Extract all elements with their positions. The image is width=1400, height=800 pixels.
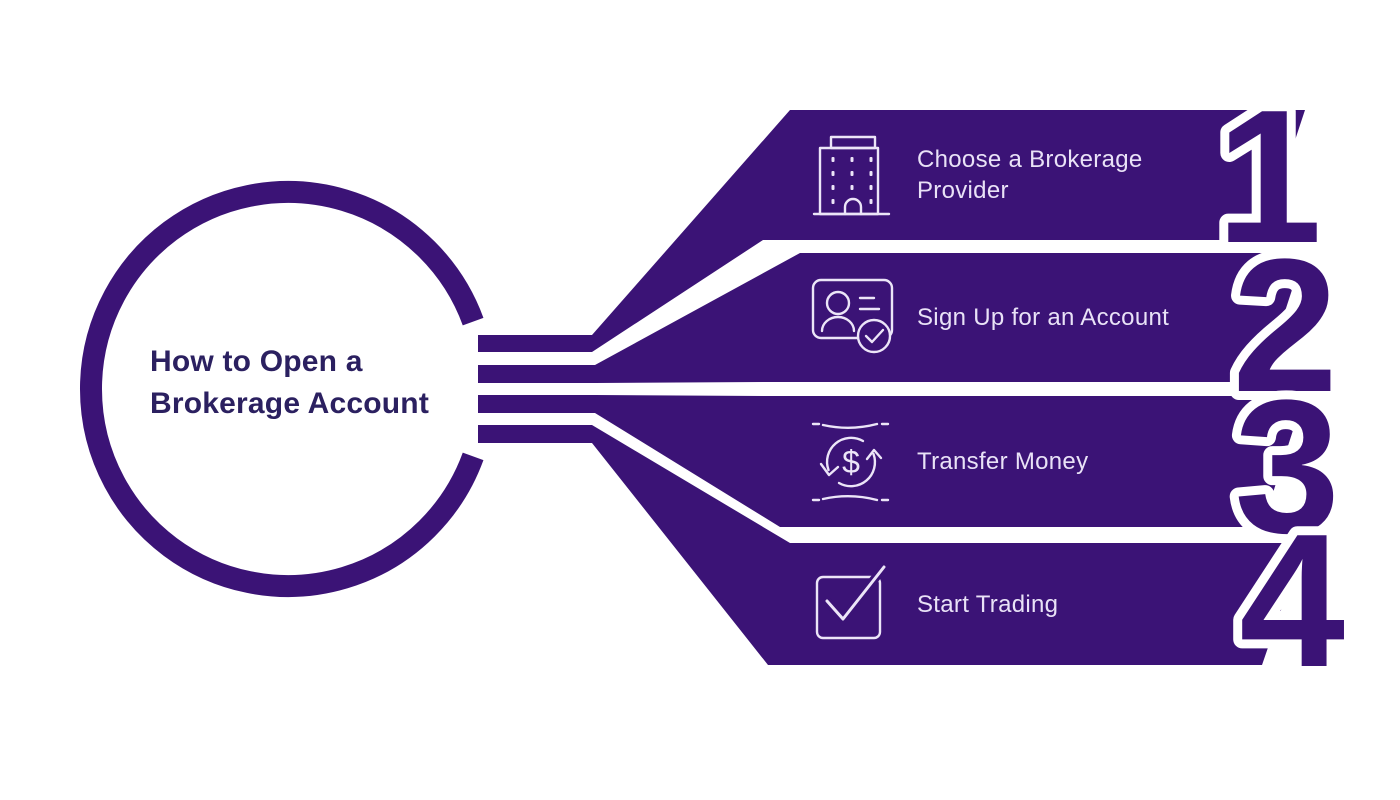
- page-title-line-1: How to Open a: [150, 345, 363, 378]
- cycle-arrow-right: [837, 452, 877, 488]
- dollar-symbol: $: [842, 444, 860, 480]
- step-label-4-text: Start Trading: [917, 590, 1059, 618]
- banner-ribbon-4: [478, 425, 1304, 665]
- step-label-4: Start Trading: [917, 543, 1227, 665]
- step-label-2: Sign Up for an Account: [917, 253, 1227, 382]
- banner-ribbon-1: [478, 110, 1305, 352]
- cycle-arrow-left: [825, 436, 865, 472]
- page-title: How to Open a Brokerage Account: [150, 341, 480, 425]
- step-number-1: 1: [1216, 71, 1322, 283]
- checked-checkbox-icon: [815, 562, 889, 640]
- money-cycle-icon: $: [811, 422, 890, 502]
- step-label-1: Choose a Brokerage Provider: [917, 110, 1157, 240]
- step-label-2-text: Sign Up for an Account: [917, 304, 1170, 331]
- step-label-1-text: Choose a Brokerage Provider: [917, 146, 1143, 204]
- page-title-line-2: Brokerage Account: [150, 387, 430, 420]
- check-circle: [856, 318, 892, 354]
- step-number-2: 2: [1232, 220, 1338, 432]
- step-label-3-text: Transfer Money: [917, 448, 1089, 475]
- building-windows: [831, 157, 873, 204]
- banner-ribbon-3: [478, 395, 1304, 527]
- title-circle-ring: [80, 181, 484, 597]
- office-building-icon: [812, 135, 891, 216]
- id-card-verified-icon: [811, 278, 894, 354]
- step-number-3: 3: [1234, 361, 1340, 573]
- step-label-3: Transfer Money: [917, 396, 1227, 527]
- step-number-4: 4: [1239, 495, 1345, 707]
